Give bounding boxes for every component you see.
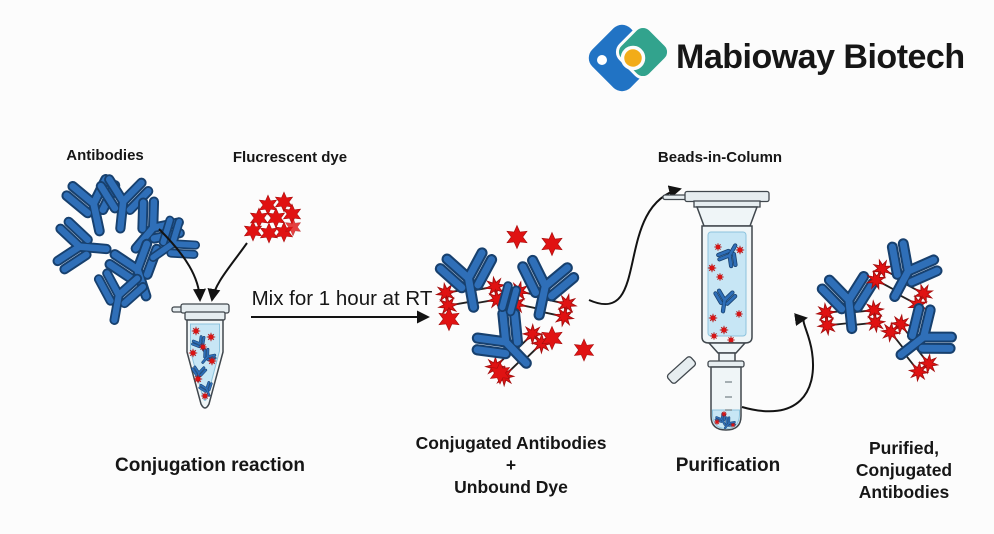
- conjugated-label-line1: Conjugated Antibodies: [415, 433, 607, 453]
- collection-tube-icon: [666, 356, 745, 433]
- arrow-to-column: [588, 185, 682, 306]
- purified-label-line1: Purified,: [868, 438, 939, 458]
- antibody-icon: [92, 272, 144, 324]
- dye-star-icon: [258, 194, 278, 216]
- mix-label: Mix for 1 hour at RT: [251, 287, 433, 310]
- unbound-dye-icon: [573, 338, 595, 362]
- conjugated-antibody-icon: [431, 250, 509, 319]
- microcentrifuge-tube-icon: [171, 303, 230, 409]
- conjugated-cluster: [431, 224, 595, 391]
- arrow-dye-to-tube: [207, 242, 248, 302]
- conjugated-antibody-icon: [876, 297, 962, 384]
- conjugation-label: Conjugation reaction: [115, 455, 305, 476]
- spin-column-icon: [662, 190, 770, 365]
- antibodies-label: Antibodies: [66, 147, 144, 164]
- unbound-dye-icon: [506, 224, 528, 250]
- conjugated-label: Conjugated Antibodies + Unbound Dye: [416, 432, 607, 498]
- purified-cluster: [813, 236, 961, 384]
- brand-name: Mabioway Biotech: [676, 38, 965, 76]
- arrow-to-purified: [741, 313, 814, 413]
- dye-cluster: [243, 191, 302, 244]
- purified-label-line2: Conjugated: [855, 460, 953, 480]
- logo-icon: [588, 24, 671, 92]
- unbound-dye-icon: [541, 231, 563, 257]
- antibody-fragment-icon: [497, 281, 521, 317]
- purification-label: Purification: [675, 455, 781, 476]
- arrow-antibodies-to-tube: [158, 228, 207, 302]
- purified-label: Purified, Conjugated Antibodies: [856, 437, 952, 503]
- conjugated-label-line2: +: [505, 455, 517, 475]
- logo: Mabioway Biotech: [586, 14, 986, 104]
- beads-label: Beads-in-Column: [657, 149, 783, 166]
- dye-label: Flucrescent dye: [232, 149, 348, 166]
- purified-label-line3: Antibodies: [858, 482, 950, 502]
- conjugated-label-line3: Unbound Dye: [454, 477, 568, 497]
